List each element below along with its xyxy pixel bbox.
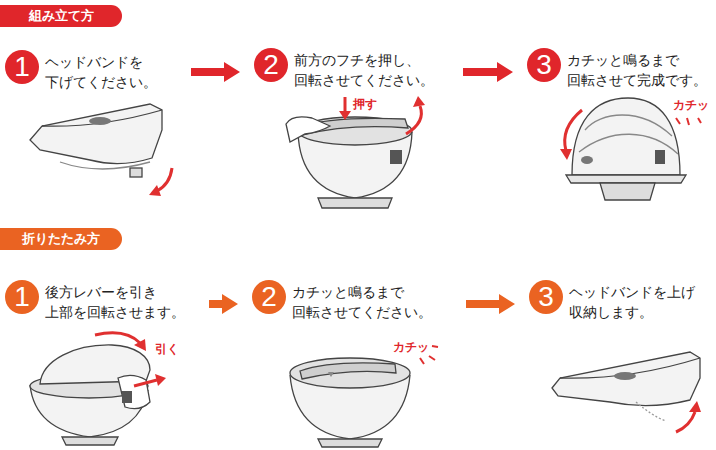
illustration-part: [300, 363, 396, 379]
step-number: 1: [14, 50, 30, 84]
illustration-part: [155, 374, 166, 386]
step-circle: 1: [5, 50, 39, 84]
illustration-part: [614, 372, 636, 380]
step-item: 3 ヘッドバンドを上げ 収納します。: [529, 280, 695, 322]
step-item: 1 後方レバーを引き 上部を回転させます。: [5, 280, 205, 322]
pull-arrow: [95, 333, 166, 386]
folded-bowl: [290, 358, 410, 447]
step-instruction: カチッと鳴るまで 回転させてください。: [292, 280, 432, 322]
illustration-part: [600, 183, 655, 200]
step-instruction: カチッと鳴るまで 回転させて完成です。: [567, 48, 707, 90]
step-instruction: ヘッドバンドを上げ 収納します。: [569, 280, 695, 322]
step-number: 1: [14, 280, 30, 314]
illustration-part: [339, 111, 351, 120]
folding-helmet: [30, 345, 150, 445]
illustration-part: [149, 185, 161, 196]
illustration-part: [581, 156, 593, 164]
step-circle: 1: [5, 280, 39, 314]
illustration-part: [636, 402, 666, 421]
illustration-part: [572, 98, 680, 175]
illustration-part: [286, 117, 330, 142]
folded-helmet: [30, 104, 162, 177]
step-arrow: [191, 62, 240, 82]
illustration-part: [566, 175, 686, 183]
callout-label: 引く: [154, 342, 180, 357]
step-circle: 2: [254, 48, 288, 82]
raise-arrow: [676, 401, 701, 432]
step-number: 3: [538, 280, 554, 314]
step-arrow: [209, 294, 238, 314]
callout-label: カチッ: [672, 98, 710, 113]
illustration-part: [328, 372, 334, 377]
illustration-part: [318, 198, 392, 208]
step-circle: 3: [527, 48, 561, 82]
section-banner: 組み立て方: [0, 5, 122, 27]
rotate-arrow: [560, 110, 701, 160]
illustration-part: [62, 437, 118, 445]
step-circle: 3: [529, 280, 563, 314]
step-arrow: [463, 62, 513, 82]
illustration-part: [390, 150, 402, 164]
illustration-part: [655, 150, 665, 164]
section-banner: 折りたたみ方: [0, 228, 122, 250]
illustration-part: [676, 118, 701, 125]
illustration-part: [585, 115, 672, 136]
illustration-part: [134, 339, 146, 351]
step-item: 2 前方のフチを押し、 回転させてください。: [254, 48, 459, 90]
illustration-part: [318, 439, 382, 447]
illustration-part: [413, 96, 425, 107]
illustration-part: [30, 104, 162, 164]
illustration-part: [118, 375, 150, 408]
illustration-part: [134, 380, 157, 386]
push-arrow: [339, 96, 425, 134]
step-item: 3 カチッと鳴るまで 回転させて完成です。: [527, 48, 707, 90]
step-circle: 2: [252, 280, 286, 314]
callout-label: カチッ: [392, 340, 430, 355]
step-number: 2: [263, 48, 279, 82]
step-item: 2 カチッと鳴るまで 回転させてください。: [252, 280, 462, 322]
illustration-part: [157, 168, 172, 191]
illustration-part: [565, 110, 582, 151]
step-number: 3: [536, 48, 552, 82]
illustration-part: [89, 117, 111, 125]
banner-title: 組み立て方: [29, 8, 94, 24]
step-arrow: [466, 294, 515, 314]
banner-title: 折りたたみ方: [22, 231, 100, 247]
complete-helmet: [566, 98, 686, 200]
illustration-part: [689, 401, 701, 412]
illustration-part: [130, 168, 142, 177]
callout-label: 押す: [352, 97, 378, 112]
illustration-part: [344, 97, 347, 112]
illustration-part: [552, 352, 700, 406]
illustration-part: [676, 412, 695, 432]
step-instruction: 後方レバーを引き 上部を回転させます。: [45, 280, 185, 322]
rotate-arrow: [149, 168, 172, 196]
illustration-part: [406, 106, 421, 134]
opening-helmet: [286, 117, 412, 208]
illustration-part: [42, 110, 162, 126]
illustration-part: [95, 333, 140, 343]
illustration-part: [122, 391, 132, 403]
stowed-helmet: [552, 352, 700, 421]
step-instruction: 前方のフチを押し、 回転させてください。: [294, 48, 434, 90]
step-instruction: ヘッドバンドを 下げてください。: [45, 50, 157, 92]
illustration-part: [290, 358, 410, 388]
illustration-part: [560, 149, 572, 160]
step-item: 1 ヘッドバンドを 下げてください。: [5, 50, 187, 92]
step-number: 2: [261, 280, 277, 314]
